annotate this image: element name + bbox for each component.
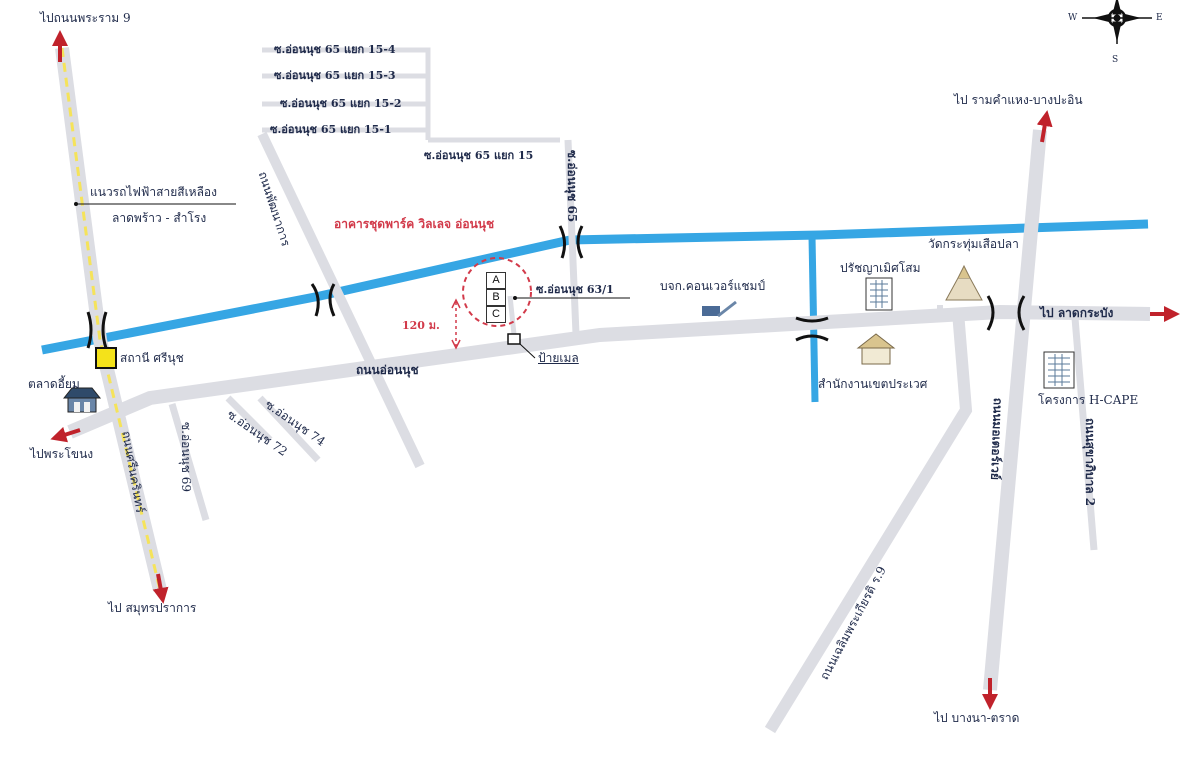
soi-65-road — [564, 139, 580, 335]
soi-72-road — [225, 395, 273, 443]
district-office-icon — [856, 333, 896, 365]
label-distance: 120 ม. — [402, 319, 440, 332]
label-soi-69: ซ.อ่อนนุช 69 — [179, 422, 193, 493]
label-soi-15-4: ซ.อ่อนนุช 65 แยก 15-4 — [274, 43, 396, 56]
label-to-phra-khanong: ไปพระโขนง — [30, 447, 94, 461]
bus-stop-icon — [507, 333, 521, 345]
building-block-b: B — [486, 289, 506, 306]
label-to-ramkhamhaeng: ไป รามคำแหง-บางปะอิน — [954, 93, 1083, 107]
sukhaphiban2-road — [1071, 317, 1098, 551]
bridge-srinakarin — [86, 311, 108, 349]
label-on-nut-road: ถนนอ่อนนุช — [356, 363, 419, 377]
bridge-phatthanakan — [310, 283, 336, 317]
hcape-building-icon — [1043, 351, 1075, 389]
wat-temple-icon — [945, 264, 983, 301]
label-district-office: สำนักงานเขตประเวศ — [818, 377, 928, 391]
company-icon — [702, 300, 737, 318]
direction-arrows — [50, 30, 1180, 710]
bus-stop-leader — [519, 343, 536, 359]
label-yellow-line: แนวรถไฟฟ้าสายสีเหลือง — [90, 185, 218, 199]
building-block-c: C — [486, 306, 506, 323]
building-block-a: A — [486, 272, 506, 289]
bridge-soi-65 — [558, 225, 584, 259]
label-hcape: โครงการ H-CAPE — [1038, 393, 1139, 407]
phatthanakan-road — [257, 131, 425, 469]
bridges — [86, 225, 1026, 349]
label-soi-65-road: ซ.อ่อนนุช 65 — [565, 150, 579, 223]
school-building-icon — [865, 277, 893, 311]
compass-east: E — [1156, 13, 1163, 23]
project-site-circle — [462, 257, 532, 327]
label-station: สถานี ศรีนุช — [120, 351, 184, 365]
yellow-rail-line — [60, 47, 162, 591]
market-icon — [62, 387, 102, 413]
label-yellow-line-sub: ลาดพร้าว - สำโรง — [112, 211, 207, 225]
label-sukhaphiban2-road: ถนนสุขาภิบาล 2 — [1083, 418, 1097, 507]
compass-west: W — [1068, 13, 1078, 23]
label-soi-63-1: ซ.อ่อนนุช 63/1 — [536, 283, 614, 296]
soi-74-road — [257, 395, 321, 463]
arrow-to-phra-khanong — [50, 426, 81, 443]
station-marker — [95, 347, 117, 369]
chaloem-phrakiat-road — [764, 311, 973, 734]
label-school: ปรัชญาเมิศโสม — [840, 261, 921, 275]
label-market: ตลาดอี้ยม — [28, 377, 80, 391]
label-soi-15-2: ซ.อ่อนนุช 65 แยก 15-2 — [280, 97, 402, 110]
label-to-lat-krabang: ไป ลาดกระบัง — [1040, 306, 1114, 320]
bridge-motorway — [986, 295, 1026, 331]
on-nut-road — [67, 304, 1151, 439]
label-soi-15: ซ.อ่อนนุช 65 แยก 15 — [424, 149, 534, 162]
soi-64-road — [168, 403, 210, 521]
bridge-on-nut-canal — [795, 316, 829, 342]
soi-65-branches — [262, 47, 560, 143]
roads — [55, 47, 1151, 734]
arrow-to-samut-prakan — [152, 573, 169, 604]
motorway-road — [983, 129, 1047, 691]
label-company: บจก.คอนเวอร์แชมป์ — [660, 279, 766, 293]
label-motorway-road: ถนนมอเตอร์เวย์ — [988, 397, 1005, 481]
arrow-to-ramkhamhaeng — [1036, 110, 1053, 143]
label-to-samut-prakan: ไป สมุทรปราการ — [108, 601, 197, 615]
label-to-rama9: ไปถนนพระราม 9 — [40, 11, 131, 25]
label-soi-15-3: ซ.อ่อนนุช 65 แยก 15-3 — [274, 69, 396, 82]
label-to-bangna: ไป บางนา-ตราด — [934, 711, 1020, 725]
compass-south: S — [1112, 55, 1119, 65]
label-bus-stop: ป้ายเมล — [538, 351, 579, 365]
label-wat: วัดกระทุ่มเสือปลา — [928, 237, 1019, 251]
label-soi-15-1: ซ.อ่อนนุช 65 แยก 15-1 — [270, 123, 392, 136]
label-project-name: อาคารชุดพาร์ค วิลเลจ อ่อนนุช — [334, 217, 495, 231]
compass-rose — [1082, 0, 1152, 44]
